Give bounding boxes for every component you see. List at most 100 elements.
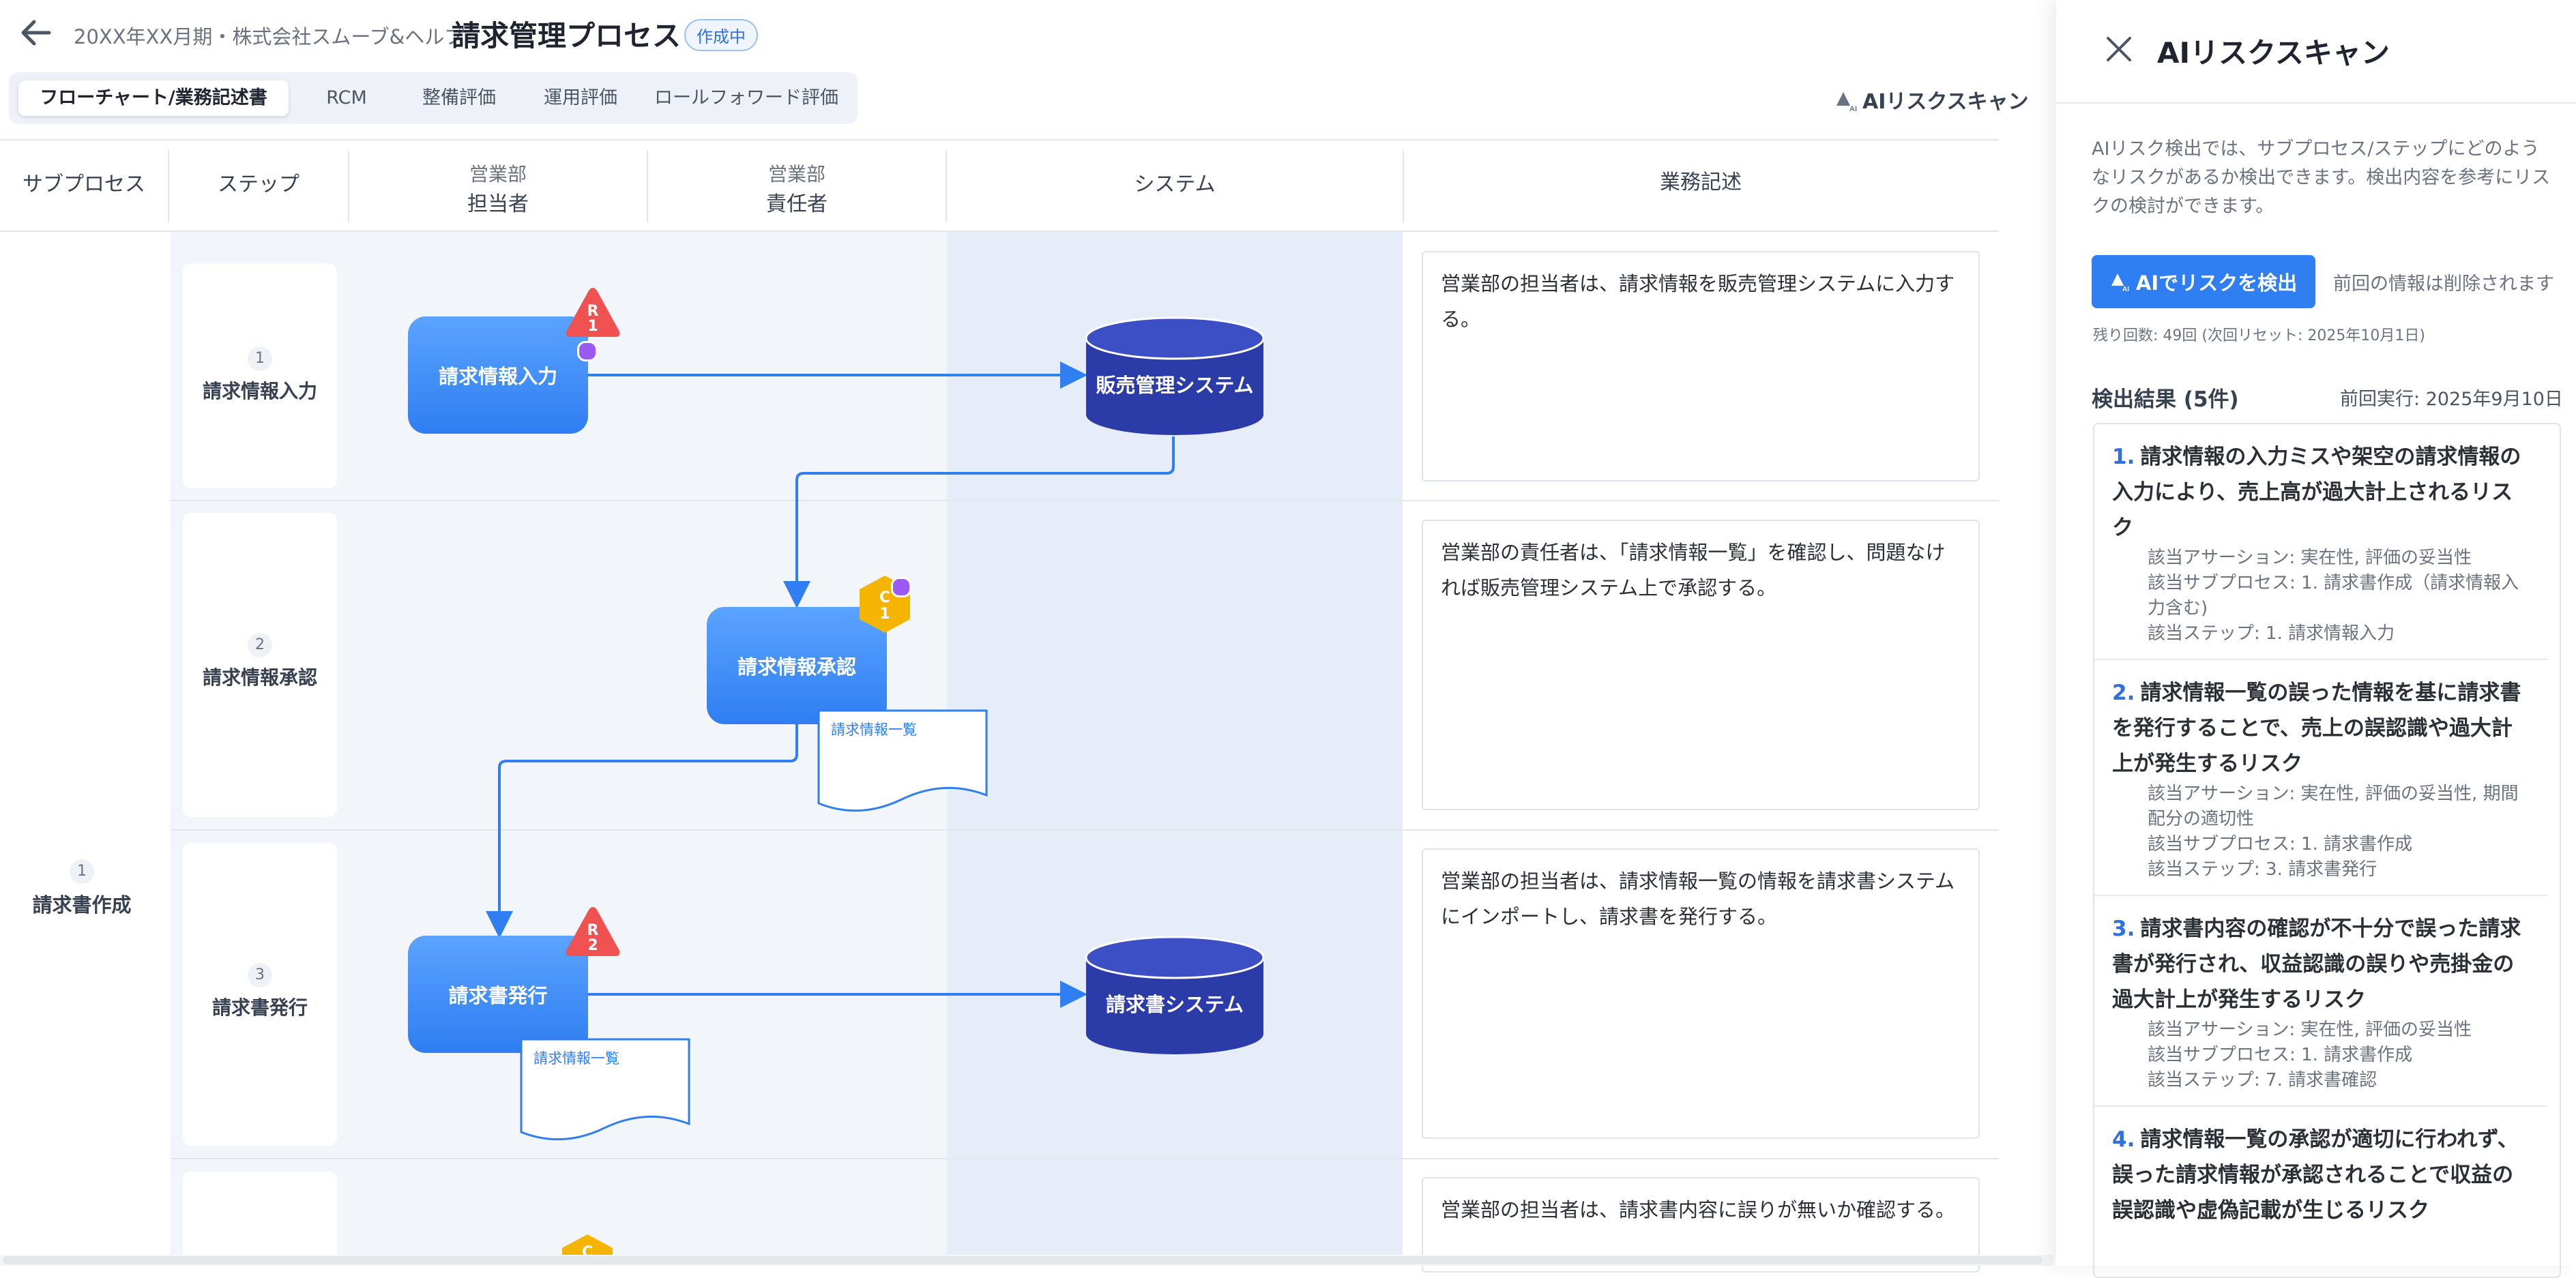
column-system-label: システム <box>1134 173 1216 196</box>
svg-text:AI: AI <box>1849 105 1857 113</box>
tab-operation-evaluation[interactable]: 運用評価 <box>544 87 617 108</box>
risk-result-item[interactable]: 4.請求情報一覧の承認が適切に行われず、誤った請求情報が承認されることで収益の誤… <box>2094 1107 2547 1240</box>
tab-rollforward-evaluation[interactable]: ロールフォワード評価 <box>654 87 838 108</box>
risk-number: 4. <box>2112 1127 2135 1152</box>
step-name: 請求書発行 <box>211 996 308 1019</box>
risk-triangle-icon <box>566 288 620 337</box>
risk-title[interactable]: 4.請求情報一覧の承認が適切に行われず、誤った請求情報が承認されることで収益の誤… <box>2112 1122 2530 1228</box>
ai-sparkle-icon: AI <box>2111 273 2129 292</box>
divider <box>0 139 1999 140</box>
risk-number: 2. <box>2112 681 2135 705</box>
row-divider <box>171 829 1999 831</box>
document-icon <box>520 1038 690 1141</box>
subprocess-name: 請求書作成 <box>32 893 132 917</box>
risk-title[interactable]: 1.請求情報の入力ミスや架空の請求情報の入力により、売上高が過大計上されるリスク <box>2112 439 2530 546</box>
row-divider <box>171 1158 1999 1159</box>
risk-step: 該当ステップ: 3. 請求書発行 <box>2148 859 2377 880</box>
detect-note: 前回の情報は削除されます <box>2333 273 2554 295</box>
risk-title-text: 請求書内容の確認が不十分で誤った請求書が発行され、収益認識の誤りや売掛金の過大計… <box>2112 917 2521 1012</box>
flow-database-invoice[interactable]: 請求書システム <box>1085 936 1265 1056</box>
page-title: 請求管理プロセス <box>452 19 682 53</box>
flow-process-issue[interactable]: 請求書発行 <box>408 936 588 1053</box>
risk-subprocess: 該当サブプロセス: 1. 請求書作成 <box>2148 834 2413 855</box>
risk-title[interactable]: 3.請求書内容の確認が不十分で誤った請求書が発行され、収益認識の誤りや売掛金の過… <box>2112 911 2530 1017</box>
column-divider <box>168 150 169 222</box>
remaining-count: 残り回数: 49回 (次回リセット: 2025年10月1日) <box>2093 327 2425 344</box>
badge-number: 2 <box>587 937 598 954</box>
step-card[interactable] <box>183 1172 337 1267</box>
ai-risk-scan-button[interactable]: AI AIリスクスキャン <box>1835 85 2028 115</box>
flow-document-invoice-list[interactable]: 請求情報一覧 <box>817 709 988 818</box>
step-card[interactable]: 1 請求情報入力 <box>183 263 337 488</box>
badge-letter: R <box>587 922 599 939</box>
risk-number: 3. <box>2112 917 2135 941</box>
column-header-subprocess: サブプロセス <box>0 140 168 229</box>
divider <box>0 231 1999 232</box>
flow-connectors <box>486 361 1175 1008</box>
column-header-system: システム <box>947 140 1403 229</box>
back-arrow-icon[interactable] <box>18 16 55 49</box>
description-box[interactable]: 営業部の担当者は、請求情報を販売管理システムに入力する。 <box>1422 251 1980 481</box>
flow-process-approve[interactable]: 請求情報承認 <box>707 607 887 724</box>
panel-description: AIリスク検出では、サブプロセス/ステップにどのようなリスクがあるか検出できます… <box>2092 138 2551 217</box>
tab-design-evaluation[interactable]: 整備評価 <box>422 87 496 108</box>
risk-assertion: 該当アサーション: 実在性, 評価の妥当性, 期間配分の適切性 <box>2148 784 2519 829</box>
tab-flowchart[interactable]: フローチャート/業務記述書 <box>18 80 289 116</box>
flow-document-invoice-list[interactable]: 請求情報一覧 <box>520 1038 690 1147</box>
status-badge: 作成中 <box>684 19 758 51</box>
database-icon <box>1085 936 1265 1054</box>
risk-triangle-icon <box>566 907 620 956</box>
description-box[interactable]: 営業部の責任者は、「請求情報一覧」を確認し、問題なければ販売管理システム上で承認… <box>1422 520 1980 810</box>
svg-text:AI: AI <box>2122 286 2129 292</box>
tab-rcm[interactable]: RCM <box>326 87 367 108</box>
database-label: 請求書システム <box>1105 993 1244 1016</box>
description-box[interactable]: 営業部の担当者は、請求情報一覧の情報を請求書システムにインポートし、請求書を発行… <box>1422 848 1980 1139</box>
risk-assertion: 該当アサーション: 実在性, 評価の妥当性 <box>2148 548 2472 568</box>
risk-step: 該当ステップ: 1. 請求情報入力 <box>2148 623 2395 644</box>
horizontal-scrollbar[interactable] <box>0 1255 2053 1266</box>
column-header-sales-staff: 営業部 担当者 <box>349 140 647 229</box>
risk-result-item[interactable]: 2.請求情報一覧の誤った情報を基に請求書を発行することで、売上の誤認識や過大計上… <box>2094 660 2547 896</box>
risk-result-item[interactable]: 1.請求情報の入力ミスや架空の請求情報の入力により、売上高が過大計上されるリスク… <box>2094 424 2547 660</box>
badge-letter: R <box>587 303 599 320</box>
ai-risk-scan-panel: AIリスクスキャン AIリスク検出では、サブプロセス/ステップにどのようなリスク… <box>2056 0 2576 1278</box>
results-title: 検出結果 (5件) <box>2092 387 2239 412</box>
risk-assertion: 該当アサーション: 実在性, 評価の妥当性 <box>2148 1020 2472 1040</box>
step-name: 請求情報入力 <box>202 380 317 402</box>
flow-process-input[interactable]: 請求情報入力 <box>408 316 588 434</box>
panel-header: AIリスクスキャン <box>2056 0 2576 104</box>
database-icon <box>1085 316 1265 435</box>
column-description-label: 業務記述 <box>1660 170 1742 194</box>
results-list[interactable]: 1.請求情報の入力ミスや架空の請求情報の入力により、売上高が過大計上されるリスク… <box>2093 423 2561 1278</box>
badge-number: 1 <box>879 606 890 623</box>
risk-badge-r1[interactable]: R 1 <box>564 285 622 348</box>
ai-sparkle-icon: AI <box>1836 92 1857 113</box>
step-card[interactable]: 2 請求情報承認 <box>183 513 337 817</box>
column-header-step: ステップ <box>169 140 348 229</box>
scrollbar-thumb[interactable] <box>3 1256 2043 1264</box>
column-subprocess-label: サブプロセス <box>23 173 145 196</box>
control-badge-c2[interactable]: C <box>558 1232 617 1255</box>
risk-subprocess: 該当サブプロセス: 1. 請求書作成（請求情報入力含む) <box>2148 573 2519 619</box>
risk-title[interactable]: 2.請求情報一覧の誤った情報を基に請求書を発行することで、売上の誤認識や過大計上… <box>2112 675 2530 782</box>
breadcrumb[interactable]: 20XX年XX月期・株式会社スムーブ&ヘルプ <box>74 25 465 48</box>
column-divider <box>1403 150 1404 222</box>
subprocess-cell: 1 請求書作成 <box>0 859 164 918</box>
column-sales-staff-role: 担当者 <box>467 192 529 216</box>
close-icon[interactable] <box>2104 34 2134 64</box>
risk-title-text: 請求情報一覧の承認が適切に行われず、誤った請求情報が承認されることで収益の誤認識… <box>2112 1127 2519 1223</box>
risk-step: 該当ステップ: 7. 請求書確認 <box>2148 1070 2377 1090</box>
ai-risk-scan-label: AIリスクスキャン <box>1862 90 2029 114</box>
status-dot <box>891 577 911 597</box>
risk-badge-r2[interactable]: R 2 <box>564 904 622 967</box>
document-label: 請求情報一覧 <box>533 1050 619 1067</box>
flow-database-sales[interactable]: 販売管理システム <box>1085 316 1265 436</box>
detect-risk-button[interactable]: AI AIでリスクを検出 <box>2092 255 2315 308</box>
column-sales-manager-role: 責任者 <box>766 192 828 216</box>
step-number: 3 <box>248 963 272 987</box>
step-card[interactable]: 3 請求書発行 <box>183 843 337 1146</box>
column-divider <box>348 150 349 222</box>
column-step-label: ステップ <box>218 173 299 196</box>
status-dot <box>577 341 598 361</box>
risk-result-item[interactable]: 3.請求書内容の確認が不十分で誤った請求書が発行され、収益認識の誤りや売掛金の過… <box>2094 896 2547 1107</box>
